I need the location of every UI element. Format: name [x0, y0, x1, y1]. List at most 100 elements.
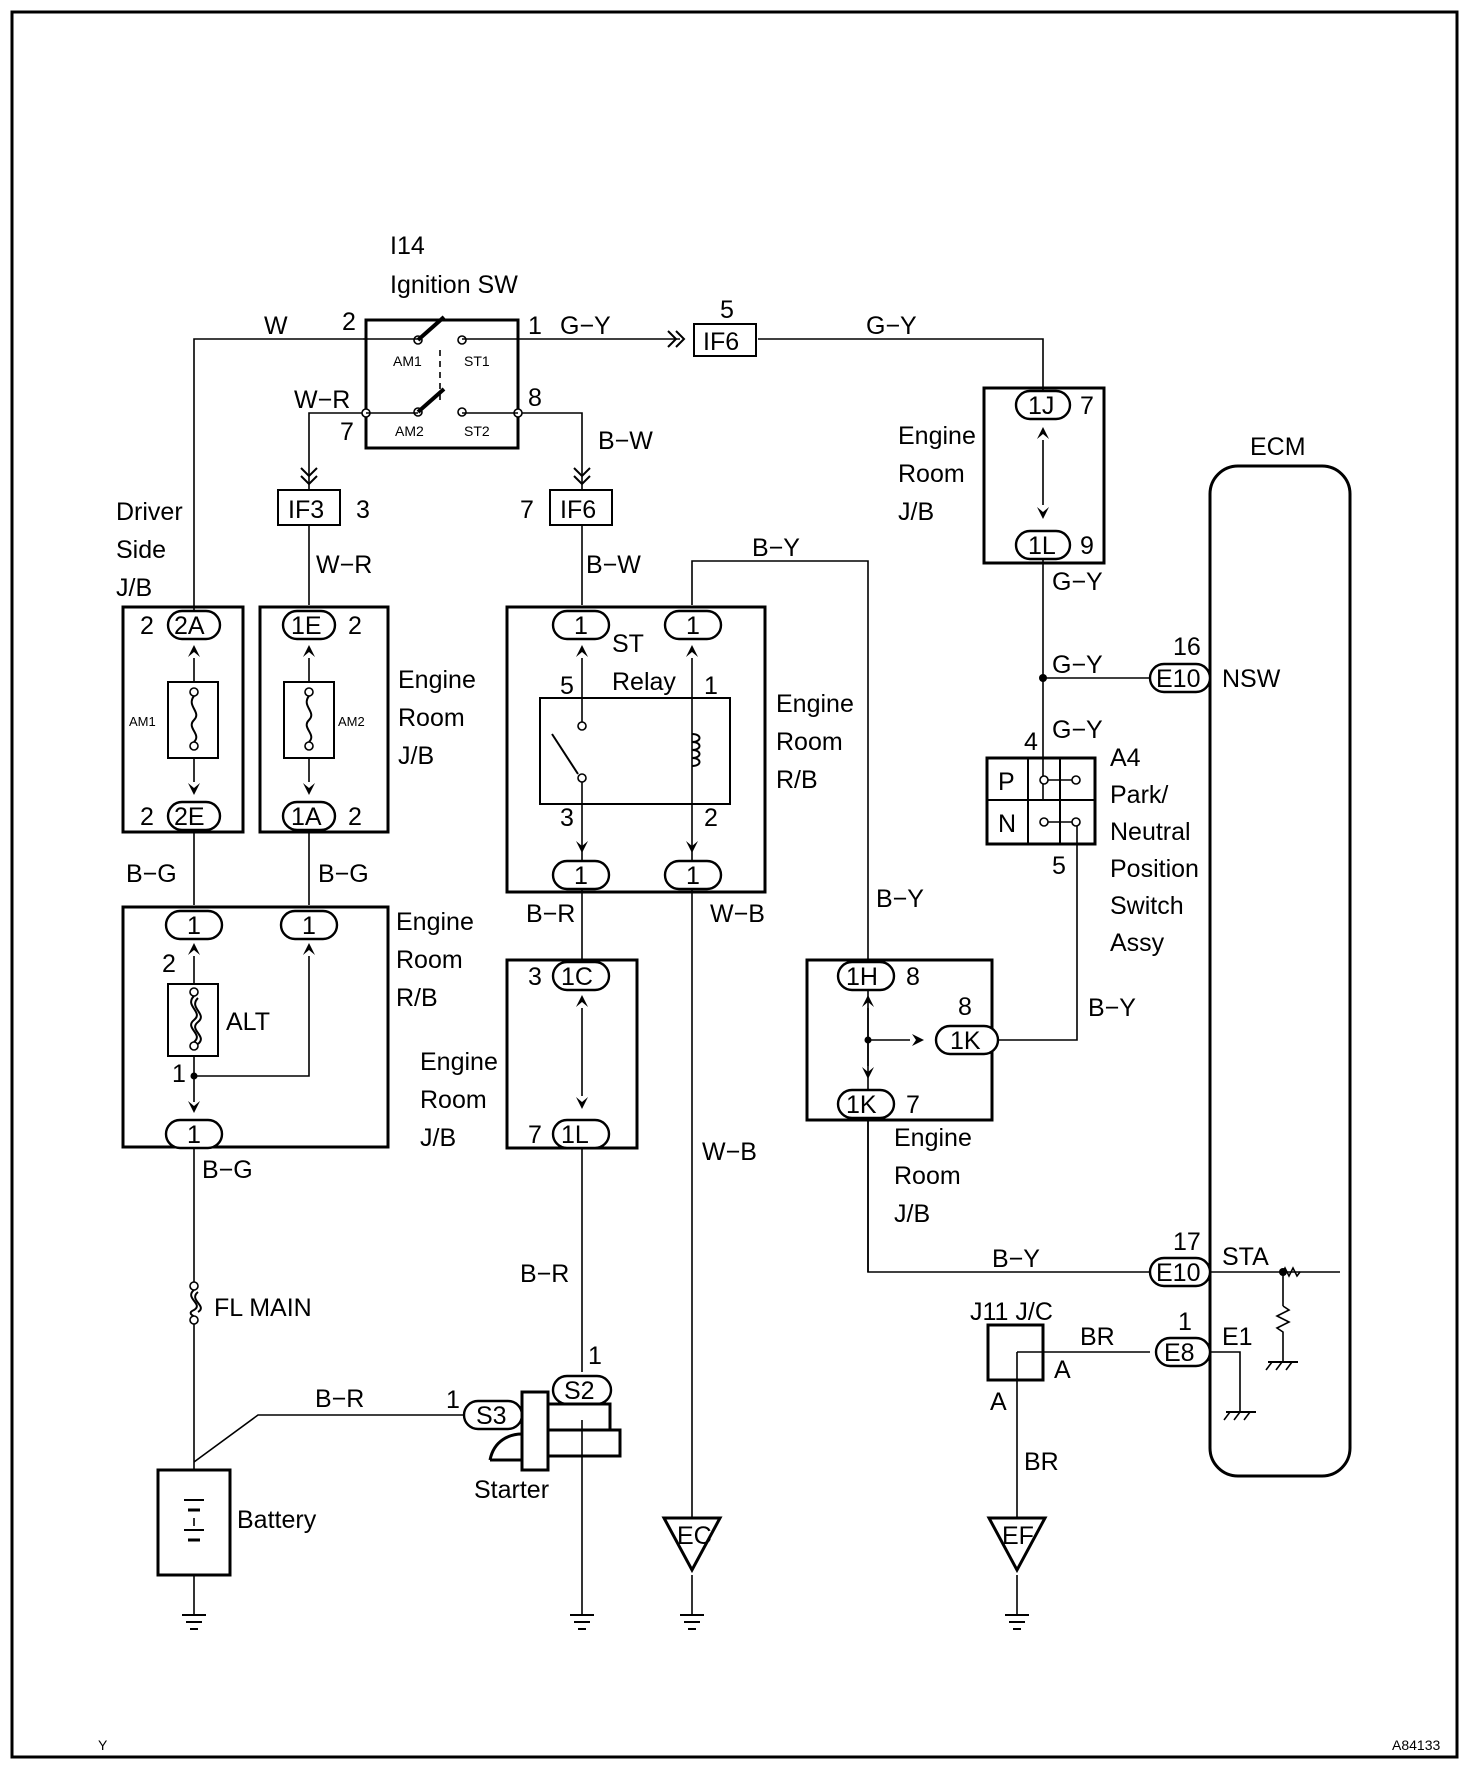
engine-room-jb-1c: 1C 3 1L 7 Engine Room J/B — [420, 958, 639, 1152]
alt-rb-top-right: 1 — [302, 912, 316, 940]
alt-rb-pin-1: 1 — [172, 1060, 186, 1088]
contact-st2: ST2 — [464, 423, 490, 439]
wire-wr-top: W−R — [294, 386, 350, 414]
ecm-conn-e8-pin: 1 — [1178, 1308, 1192, 1336]
inline-connector-if6-top: IF6 5 — [667, 296, 757, 357]
jb1c-label-3: J/B — [420, 1124, 456, 1152]
ignition-code: I14 — [390, 232, 425, 260]
wire-gy-2: G−Y — [1052, 651, 1103, 679]
driver-jb-label-1: Driver — [116, 498, 183, 526]
pn-name-1: Park/ — [1110, 781, 1168, 809]
jb-top-label-1: Engine — [898, 422, 976, 450]
alt-relay-block: 1 1 2 ALT 1 1 Engine Room R/B — [121, 905, 474, 1150]
relay-pin-5: 5 — [560, 672, 574, 700]
wire-gy-1: G−Y — [1052, 568, 1103, 596]
ground-ef: EF — [986, 1516, 1048, 1630]
driver-jb-top-pin: 2 — [140, 612, 154, 640]
jc-name: J11 J/C — [970, 1298, 1053, 1326]
relay-bottom-right: 1 — [686, 862, 700, 890]
driver-side-jb: Driver Side J/B 2A 2 AM1 2E 2 — [116, 498, 245, 834]
pin-2: 2 — [342, 308, 356, 336]
jb1c-label-1: Engine — [420, 1048, 498, 1076]
jb1h-side-conn: 1K — [950, 1027, 981, 1055]
wire-by-right: B−Y — [1088, 994, 1136, 1022]
junction-dot — [1039, 674, 1047, 682]
wire-br-jc-down: BR — [1024, 1448, 1059, 1476]
relay-box-label-2: Room — [776, 728, 843, 756]
jb1h-label-3: J/B — [894, 1200, 930, 1228]
driver-jb-bottom-conn: 2E — [174, 803, 205, 831]
relay-top-left: 1 — [574, 612, 588, 640]
pin-8: 8 — [528, 384, 542, 412]
junction-connector: J11 J/C A A — [970, 1298, 1071, 1416]
jb-top-top-pin: 7 — [1080, 392, 1094, 420]
if3-id: IF3 — [288, 496, 324, 524]
wire-by-top: B−Y — [752, 534, 800, 562]
jb-top-label-3: J/B — [898, 498, 934, 526]
am2-jb-label-2: Room — [398, 704, 465, 732]
wire-bw-top: B−W — [598, 427, 653, 455]
jb1h-bottom-pin: 7 — [906, 1091, 920, 1119]
alt-rb-label-3: R/B — [396, 984, 438, 1012]
wire-wb-relay: W−B — [710, 900, 765, 928]
contact-am1: AM1 — [393, 353, 422, 369]
engine-room-jb-am2: 1E 2 AM2 1A 2 Engine Room J/B — [258, 605, 476, 834]
if3-pin: 3 — [356, 496, 370, 524]
ground-ec: EC — [661, 1516, 723, 1630]
driver-jb-label-2: Side — [116, 536, 166, 564]
jb-top-top-conn: 1J — [1028, 392, 1054, 420]
pn-code: A4 — [1110, 744, 1141, 772]
jb1c-bottom-pin: 7 — [528, 1121, 542, 1149]
relay-pin-2: 2 — [704, 804, 718, 832]
pin-1: 1 — [528, 312, 542, 340]
pn-name-5: Assy — [1110, 929, 1165, 957]
jb1c-label-2: Room — [420, 1086, 487, 1114]
relay-pin-3: 3 — [560, 804, 574, 832]
alt-rb-bottom: 1 — [187, 1121, 201, 1149]
if6-mid-pin: 7 — [520, 496, 534, 524]
wire-gy-3: G−Y — [1052, 716, 1103, 744]
ecm-title: ECM — [1250, 433, 1306, 461]
wire-gy-top-left: G−Y — [560, 312, 611, 340]
pn-name-4: Switch — [1110, 892, 1184, 920]
driver-jb-fuse: AM1 — [129, 714, 156, 729]
jb1h-top-conn: 1H — [846, 963, 878, 991]
wire-by-mid: B−Y — [876, 885, 924, 913]
am2-jb-top-pin: 2 — [348, 612, 362, 640]
contact-st1: ST1 — [464, 353, 490, 369]
wires — [193, 338, 1340, 1615]
jc-a-right: A — [1054, 1356, 1071, 1384]
alt-rb-label-1: Engine — [396, 908, 474, 936]
park-neutral-switch: 4 P N 5 A4 Park/ Neutral Position Switch… — [985, 728, 1199, 957]
wire-gy-top-right: G−Y — [866, 312, 917, 340]
alt-rb-label-2: Room — [396, 946, 463, 974]
starter-s2-pin: 1 — [588, 1342, 602, 1370]
relay-box-label-3: R/B — [776, 766, 818, 794]
pn-name-3: Position — [1110, 855, 1199, 883]
jb1h-label-2: Room — [894, 1162, 961, 1190]
driver-jb-label-3: J/B — [116, 574, 152, 602]
inline-connector-if6-mid: IF6 7 — [520, 467, 613, 526]
am2-jb-label-1: Engine — [398, 666, 476, 694]
if6-top-id: IF6 — [703, 328, 739, 356]
ground-starter — [570, 1614, 594, 1630]
pn-pin-5: 5 — [1052, 852, 1066, 880]
wire-bg-left: B−G — [126, 860, 177, 888]
jb1c-top-pin: 3 — [528, 963, 542, 991]
relay-bottom-left: 1 — [574, 862, 588, 890]
jb1h-bottom-conn: 1K — [846, 1091, 877, 1119]
jb1h-label-1: Engine — [894, 1124, 972, 1152]
jb-top-label-2: Room — [898, 460, 965, 488]
jb1c-top-conn: 1C — [561, 963, 593, 991]
relay-box-label-1: Engine — [776, 690, 854, 718]
battery-label: Battery — [237, 1506, 317, 1534]
wire-br-bat: B−R — [315, 1385, 364, 1413]
ecm-conn-16-pin: 16 — [1173, 633, 1201, 661]
ground-battery — [182, 1614, 206, 1630]
starter-s3-pin: 1 — [446, 1386, 460, 1414]
wire-bw-mid: B−W — [586, 551, 641, 579]
wire-bg-mid: B−G — [318, 860, 369, 888]
ecm-conn-e8: E8 — [1164, 1339, 1195, 1367]
footer-left: Y — [98, 1737, 108, 1753]
